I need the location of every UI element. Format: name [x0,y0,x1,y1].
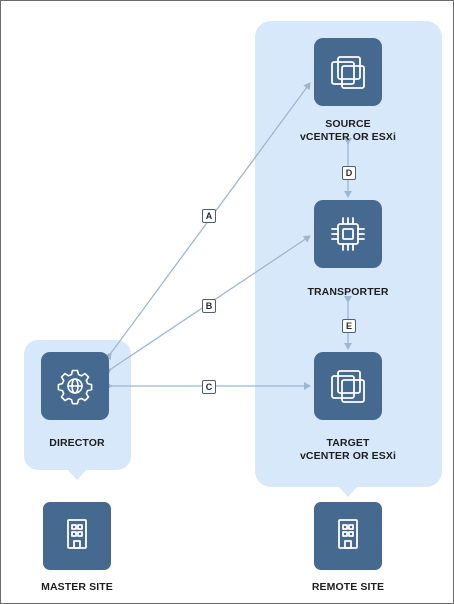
connection-c-tag: C [202,380,216,394]
connection-a-tag: A [202,209,216,223]
connection-e-tag: E [342,319,356,333]
globe-gear-icon [55,366,95,406]
remote-site-node [314,502,382,570]
vcenter-stack-icon [328,52,368,92]
target-node-label: TARGET vCENTER OR ESXi [291,437,405,463]
target-label-line1: TARGET [326,437,370,449]
source-node-label: SOURCE vCENTER OR ESXi [291,118,405,144]
chip-icon [328,214,368,254]
vcenter-stack-icon [328,366,368,406]
director-node [41,352,109,420]
transporter-node [314,200,382,268]
connection-b-tag: B [202,299,216,313]
source-label-line1: SOURCE [325,118,371,130]
master-site-panel-pointer [68,470,86,480]
target-node [314,352,382,420]
connection-d-tag: D [342,166,356,180]
building-icon [333,516,363,557]
remote-site-label: REMOTE SITE [311,581,385,593]
master-site-node [43,502,111,570]
master-site-label: MASTER SITE [41,581,113,593]
director-node-label: DIRECTOR [49,437,105,449]
transporter-node-label: TRANSPORTER [307,286,389,298]
building-icon [62,516,92,557]
source-label-line2: vCENTER OR ESXi [299,131,397,143]
target-label-line2: vCENTER OR ESXi [299,450,397,462]
source-node [314,38,382,106]
remote-site-panel-pointer [339,487,357,497]
